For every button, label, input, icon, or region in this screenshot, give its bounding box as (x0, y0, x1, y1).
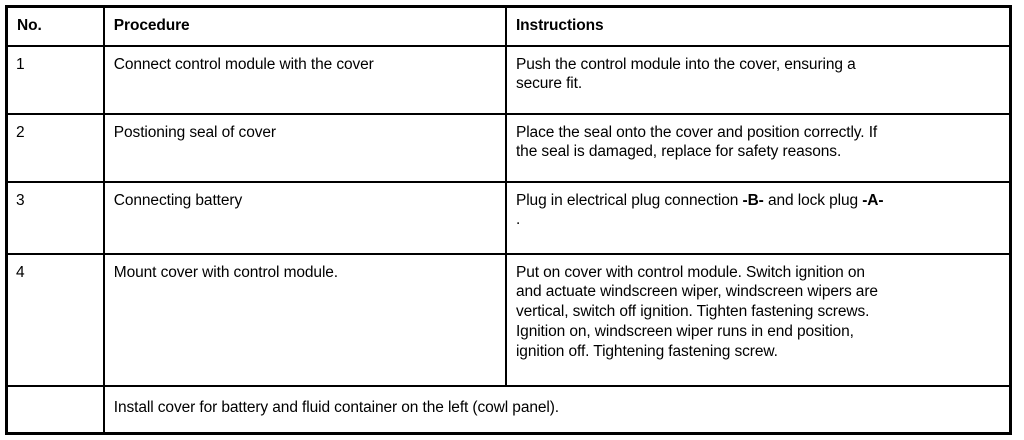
cell-procedure-2: Postioning seal of cover (102, 112, 507, 183)
cell-procedure-4: Mount cover with control module. (102, 252, 507, 387)
instruction-line: the seal is damaged, replace for safety … (515, 143, 842, 161)
table-row: 2 Postioning seal of cover Place the sea… (5, 112, 1012, 183)
instruction-text: Plug in electrical plug connection (515, 191, 743, 209)
instruction-line: ignition off. Tightening fastening screw… (515, 342, 778, 360)
cell-no-3: 3 (5, 180, 105, 255)
cell-footer-note: Install cover for battery and fluid cont… (102, 384, 1012, 435)
cell-no-empty (5, 384, 105, 435)
column-header-instructions: Instructions (504, 5, 1012, 47)
cell-procedure-1: Connect control module with the cover (102, 44, 507, 115)
cell-instructions-1: Push the control module into the cover, … (504, 44, 1012, 115)
column-header-procedure: Procedure (102, 5, 507, 47)
cell-instructions-3: Plug in electrical plug connection -B- a… (504, 180, 1012, 255)
cell-no-4: 4 (5, 252, 105, 387)
instruction-line: Put on cover with control module. Switch… (515, 263, 865, 281)
table-row: 3 Connecting battery Plug in electrical … (5, 180, 1012, 255)
cell-instructions-4: Put on cover with control module. Switch… (504, 252, 1012, 387)
table-header: No. Procedure Instructions (5, 5, 1012, 47)
instruction-line: . (515, 211, 521, 229)
instruction-line: Ignition on, windscreen wiper runs in en… (515, 322, 854, 340)
reference-label-b: -B- (742, 191, 764, 209)
cell-no-2: 2 (5, 112, 105, 183)
table-row: 1 Connect control module with the cover … (5, 44, 1012, 115)
reference-label-a: -A- (862, 191, 884, 209)
instruction-line: Push the control module into the cover, … (515, 55, 856, 73)
column-header-no: No. (5, 5, 105, 47)
procedure-instructions-table: No. Procedure Instructions 1 Connect con… (5, 5, 1012, 435)
table-row: 4 Mount cover with control module. Put o… (5, 252, 1012, 387)
instruction-line: Place the seal onto the cover and positi… (515, 123, 878, 141)
table-body: 1 Connect control module with the cover … (5, 44, 1012, 435)
instruction-text: and lock plug (763, 191, 863, 209)
table-footer-row: Install cover for battery and fluid cont… (5, 384, 1012, 435)
table-header-row: No. Procedure Instructions (5, 5, 1012, 47)
cell-procedure-3: Connecting battery (102, 180, 507, 255)
cell-instructions-2: Place the seal onto the cover and positi… (504, 112, 1012, 183)
instruction-line: and actuate windscreen wiper, windscreen… (515, 283, 878, 301)
instruction-line: secure fit. (515, 75, 583, 93)
instruction-line: vertical, switch off ignition. Tighten f… (515, 303, 870, 321)
instruction-line: Plug in electrical plug connection -B- a… (516, 191, 1000, 211)
cell-no-1: 1 (5, 44, 105, 115)
